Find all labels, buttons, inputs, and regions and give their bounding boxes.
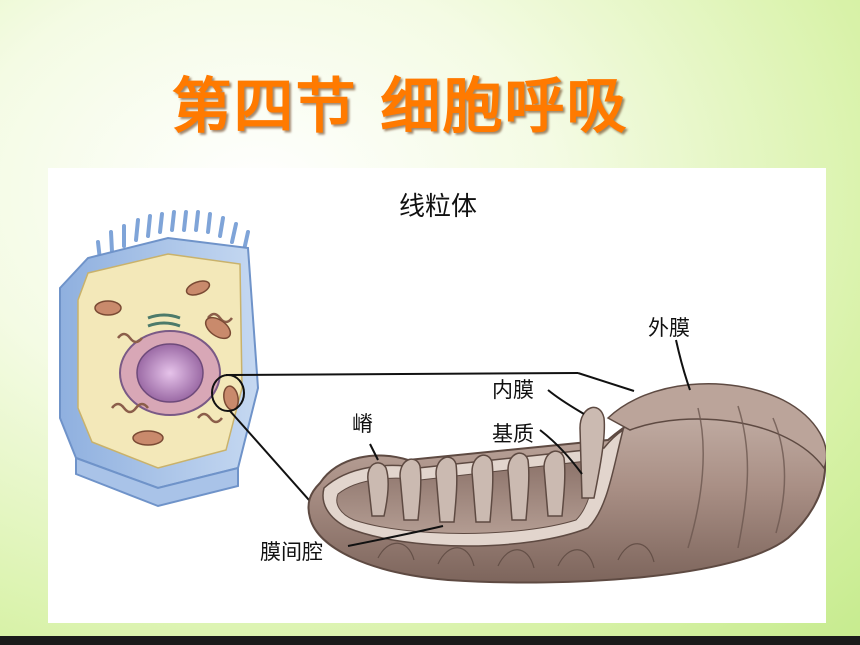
slide-title: 第四节 细胞呼吸	[171, 72, 629, 142]
label-intermembrane-space: 膜间腔	[260, 540, 323, 564]
label-matrix: 基质	[492, 422, 534, 446]
pointer-lines	[347, 339, 691, 547]
diagram-panel: 线粒体 外膜 内膜 基质 嵴 膜间腔	[48, 168, 826, 623]
label-cristae: 嵴	[352, 412, 373, 436]
diagram-title: 线粒体	[399, 192, 478, 222]
mitochondrion-diagram	[59, 210, 826, 584]
label-inner-membrane: 内膜	[492, 378, 534, 402]
label-outer-membrane: 外膜	[648, 316, 690, 340]
bottom-divider	[0, 636, 860, 645]
mitochondrion-cutaway	[307, 382, 826, 584]
cell-illustration	[59, 210, 260, 508]
